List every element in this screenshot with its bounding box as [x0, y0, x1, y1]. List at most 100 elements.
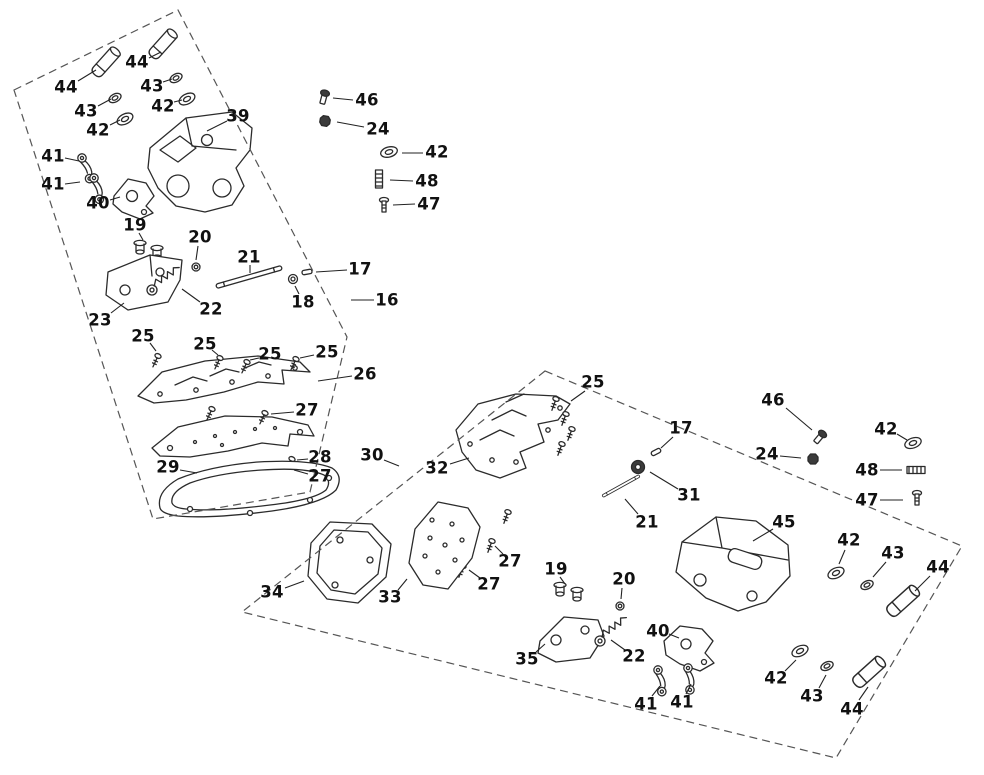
- part-label-47: 47: [417, 194, 441, 214]
- part-label-26: 26: [353, 364, 377, 384]
- leader-line-20: [620, 587, 623, 600]
- part-label-23: 23: [88, 310, 112, 330]
- part-label-22: 22: [622, 646, 646, 666]
- part-23-bracket-drawing: [105, 254, 183, 311]
- leader-line-30: [383, 459, 400, 467]
- leader-line-20: [195, 245, 199, 261]
- part-label-43: 43: [881, 543, 905, 563]
- leader-line-26: [317, 375, 353, 382]
- leader-line-27: [293, 469, 309, 475]
- part-label-41: 41: [41, 174, 65, 194]
- part-label-17: 17: [348, 259, 372, 279]
- part-label-20: 20: [612, 569, 636, 589]
- leader-line-42: [896, 433, 908, 441]
- leader-line-45: [752, 528, 774, 542]
- leader-line-22: [610, 639, 626, 651]
- part-label-25: 25: [131, 326, 155, 346]
- part-label-33: 33: [378, 587, 402, 607]
- part-35-bracket-drawing: [537, 616, 605, 663]
- leader-line-43: [818, 674, 827, 689]
- part-label-18: 18: [291, 292, 315, 312]
- part-39-bracket-drawing: [147, 111, 253, 213]
- leader-line-35: [535, 643, 546, 653]
- part-label-24: 24: [366, 119, 390, 139]
- part-label-44: 44: [926, 557, 950, 577]
- leader-line-25: [211, 349, 219, 356]
- part-mid-plate-drawing: [151, 415, 315, 458]
- leader-line-19: [138, 232, 144, 241]
- part-40-bracket-drawing: [112, 178, 155, 220]
- leader-line-44: [77, 69, 97, 82]
- leader-line-17: [660, 436, 674, 449]
- part-label-44: 44: [840, 699, 864, 719]
- part-45-bracket-drawing: [675, 516, 791, 612]
- part-label-24: 24: [755, 444, 779, 464]
- leader-line-44: [914, 575, 931, 592]
- part-label-27: 27: [295, 400, 319, 420]
- leader-line-39: [206, 120, 228, 132]
- part-31-bushing-drawing: [630, 459, 646, 475]
- part-label-29: 29: [156, 457, 180, 477]
- leader-line-42: [109, 119, 121, 126]
- part-label-32: 32: [425, 458, 449, 478]
- region-boundary-lower-assembly: [240, 370, 963, 759]
- leader-line-28: [296, 458, 309, 461]
- leader-line-42: [173, 99, 183, 103]
- leader-line-44: [148, 51, 162, 59]
- leader-line-19: [559, 576, 566, 585]
- part-label-25: 25: [315, 342, 339, 362]
- part-26-tread-plate-drawing: [137, 355, 311, 404]
- leader-line-27: [468, 569, 481, 579]
- part-label-42: 42: [837, 530, 861, 550]
- leader-line-27: [270, 411, 295, 415]
- part-label-21: 21: [635, 512, 659, 532]
- part-label-42: 42: [425, 142, 449, 162]
- part-label-41: 41: [634, 694, 658, 714]
- region-boundary-upper-assembly: [13, 9, 348, 520]
- part-label-19: 19: [544, 559, 568, 579]
- part-label-25: 25: [258, 344, 282, 364]
- leader-line-21: [624, 498, 639, 515]
- leader-line-31: [649, 471, 679, 490]
- part-label-27: 27: [308, 466, 332, 486]
- leader-line-32: [449, 457, 470, 465]
- leader-line-43: [97, 98, 112, 107]
- part-label-34: 34: [260, 582, 284, 602]
- leader-line-23: [110, 302, 125, 314]
- part-label-22: 22: [199, 299, 223, 319]
- leader-line-34: [284, 580, 305, 589]
- part-label-27: 27: [477, 574, 501, 594]
- leader-line-40: [668, 633, 680, 639]
- part-label-41: 41: [41, 146, 65, 166]
- leader-line-41: [651, 685, 661, 697]
- leader-line-24: [336, 121, 365, 128]
- part-label-43: 43: [74, 101, 98, 121]
- leader-line-41: [685, 683, 692, 695]
- part-label-27: 27: [498, 551, 522, 571]
- leader-line-48: [389, 179, 414, 182]
- leader-line-25: [299, 354, 315, 359]
- leader-line-18: [294, 285, 300, 295]
- part-label-17: 17: [669, 418, 693, 438]
- leader-line-46: [785, 407, 813, 431]
- leader-line-33: [397, 578, 408, 591]
- leader-line-25: [149, 342, 157, 352]
- part-label-48: 48: [415, 171, 439, 191]
- part-label-16: 16: [375, 290, 399, 310]
- part-label-42: 42: [874, 419, 898, 439]
- part-label-40: 40: [646, 621, 670, 641]
- part-label-31: 31: [677, 485, 701, 505]
- part-label-30: 30: [360, 445, 384, 465]
- leader-line-42: [784, 659, 797, 672]
- part-label-25: 25: [581, 372, 605, 392]
- leader-line-42: [838, 549, 846, 565]
- part-label-43: 43: [140, 76, 164, 96]
- part-label-21: 21: [237, 247, 261, 267]
- leader-line-44: [858, 686, 869, 701]
- leader-line-17: [315, 269, 348, 273]
- part-18-circlip-drawing: [287, 273, 299, 285]
- part-label-43: 43: [800, 686, 824, 706]
- part-label-42: 42: [764, 668, 788, 688]
